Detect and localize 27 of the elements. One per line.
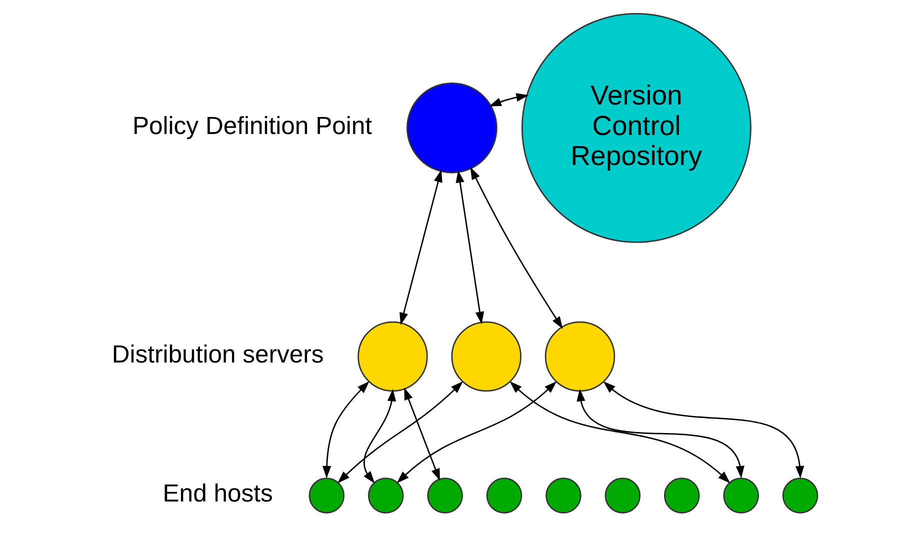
arrow: [400, 170, 442, 326]
arrow: [363, 388, 396, 484]
node-circle: [486, 478, 522, 514]
arrow: [603, 381, 804, 478]
arrow: [488, 93, 529, 106]
arrow: [396, 381, 557, 484]
node-circle: [723, 478, 759, 514]
node-circle: [604, 478, 641, 514]
arrow: [338, 381, 464, 484]
node-circle: [308, 478, 345, 514]
node-circle: [368, 478, 404, 514]
node-circle: Version Control Repository: [521, 12, 752, 243]
arrow: [470, 167, 563, 329]
label: Policy Definition Point: [132, 112, 372, 140]
arrow: [404, 388, 440, 482]
node-circle: [546, 478, 582, 514]
arrow: [322, 381, 370, 478]
node-circle: [664, 478, 700, 514]
label: Distribution servers: [112, 342, 324, 369]
arrow: [456, 170, 484, 324]
arrow: [510, 381, 730, 484]
node-circle: [782, 478, 818, 514]
node-circle: [406, 82, 498, 174]
label: End hosts: [162, 480, 273, 508]
node-circle: [427, 478, 463, 514]
arrow: [576, 388, 744, 478]
node-circle: [358, 321, 428, 392]
